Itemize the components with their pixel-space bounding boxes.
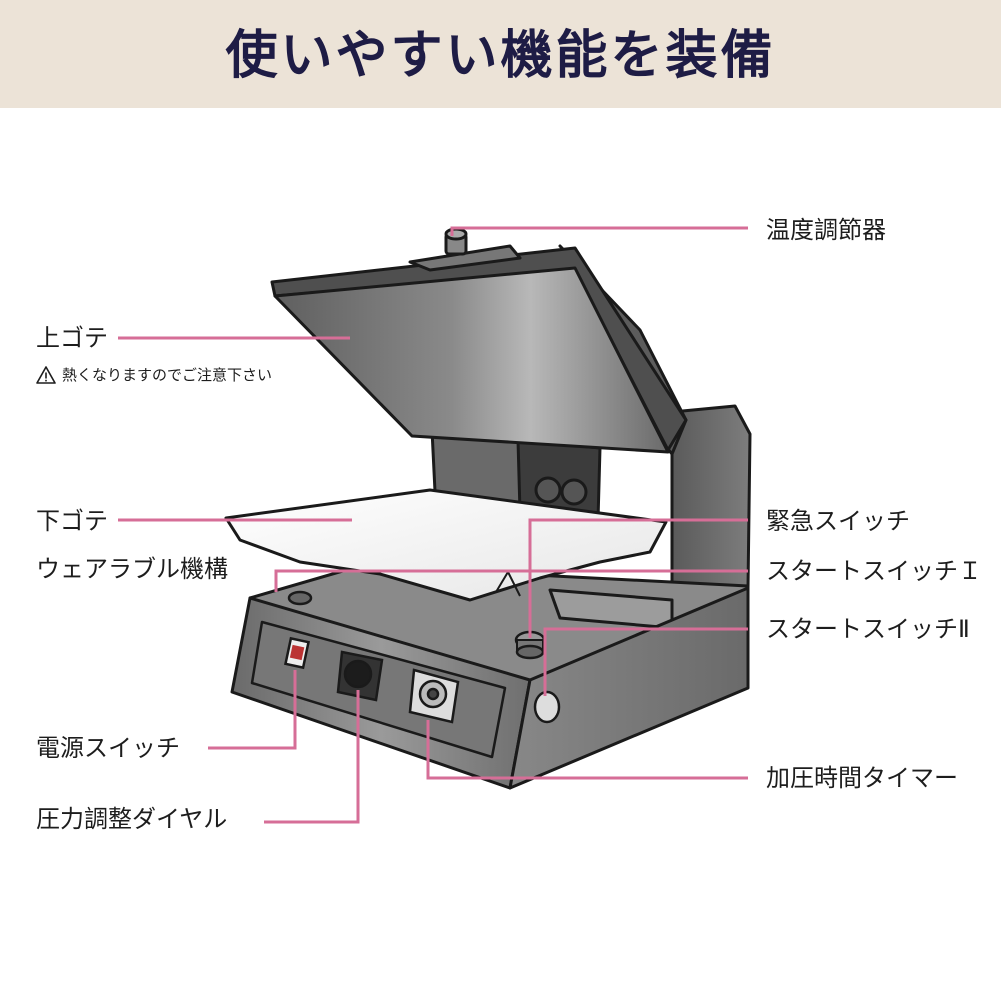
label-lower-plate: 下ゴテ [36, 507, 108, 535]
upper-plate-warning: 熱くなりますのでご注意下さい [36, 363, 272, 387]
leader-temperature-control [450, 226, 748, 236]
leader-lines [118, 226, 748, 824]
label-pressure-dial: 圧力調整ダイヤル [36, 805, 228, 833]
leader-emergency-switch [528, 518, 748, 638]
header-banner [0, 0, 1001, 108]
upper-plate [270, 227, 688, 456]
leader-power-switch [208, 670, 297, 750]
base-controls [284, 590, 561, 724]
label-emergency-switch: 緊急スイッチ [766, 507, 910, 535]
warning-triangle-icon [36, 366, 56, 384]
label-wearable-mechanism: ウェアラブル機構 [36, 555, 228, 583]
label-press-timer: 加圧時間タイマー [766, 764, 958, 792]
label-power-switch: 電源スイッチ [36, 734, 180, 762]
label-start-switch-1: スタートスイッチＩ [766, 557, 982, 585]
leader-wearable-mechanism [274, 569, 748, 592]
label-upper-plate: 上ゴテ [36, 324, 108, 352]
label-start-switch-2: スタートスイッチⅡ [766, 615, 970, 643]
leader-start-switch-2 [543, 627, 748, 696]
upper-plate-warning-text: 熱くなりますのでご注意下さい [62, 366, 273, 384]
leader-press-timer [426, 720, 748, 780]
label-temperature-control: 温度調節器 [766, 216, 886, 244]
page-title: 使いやすい機能を装備 [225, 26, 776, 86]
leader-pressure-dial [264, 690, 360, 824]
